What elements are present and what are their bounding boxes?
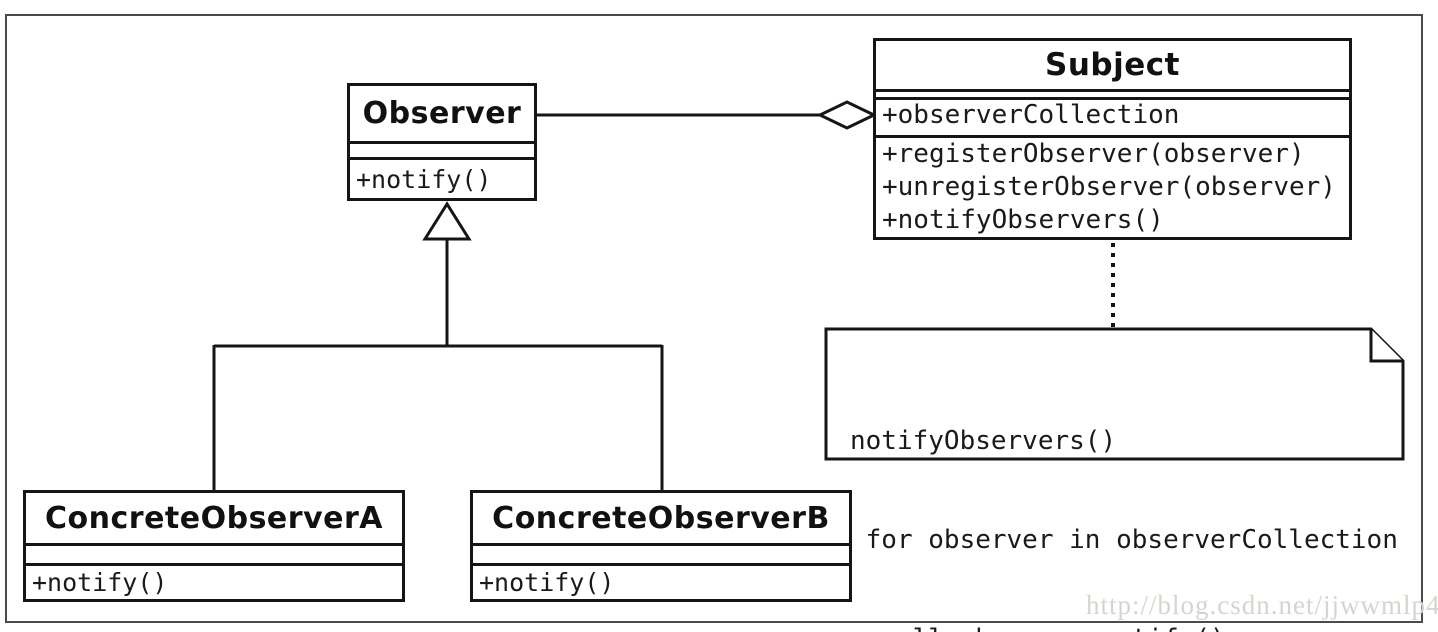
compartment-divider — [876, 92, 1349, 100]
class-attributes-concrete-a-empty — [26, 546, 402, 566]
method-item: +unregisterObserver(observer) — [882, 171, 1336, 202]
class-title-subject: Subject — [876, 41, 1349, 93]
method-item: +notify() — [32, 568, 168, 597]
class-attributes-concrete-b-empty — [473, 546, 849, 566]
note-line: call observer.notify() — [850, 623, 1398, 632]
watermark-text: http://blog.csdn.net/jjwwmlp456 — [1086, 590, 1438, 620]
class-methods-observer: +notify() — [350, 160, 534, 198]
class-attribute-observer-collection: +observerCollection — [882, 100, 1180, 131]
method-item: +registerObserver(observer) — [882, 138, 1305, 169]
method-item: +notify() — [356, 164, 492, 194]
class-box-concrete-observer-b: ConcreteObserverB +notify() — [470, 490, 852, 602]
note-line: for observer in observerCollection — [850, 525, 1398, 555]
note-line: notifyObservers() — [850, 426, 1117, 456]
class-title-concrete-observer-b: ConcreteObserverB — [473, 493, 849, 546]
class-methods-subject: +registerObserver(observer) +unregisterO… — [876, 138, 1349, 237]
class-methods-concrete-a: +notify() — [26, 566, 402, 599]
class-title-observer: Observer — [350, 86, 534, 144]
method-item: +notify() — [479, 568, 615, 597]
method-item: +notifyObservers() — [882, 204, 1164, 235]
class-title-concrete-observer-a: ConcreteObserverA — [26, 493, 402, 546]
class-box-observer: Observer +notify() — [347, 83, 537, 201]
class-box-subject: Subject +observerCollection +registerObs… — [873, 38, 1352, 240]
aggregation-diamond — [816, 100, 878, 130]
uml-note: notifyObservers() for observer in observ… — [824, 327, 1405, 632]
note-fold-corner — [1369, 329, 1403, 363]
class-attributes-observer-empty — [350, 144, 534, 160]
generalization-triangle — [422, 201, 472, 241]
class-methods-concrete-b: +notify() — [473, 566, 849, 599]
class-box-concrete-observer-a: ConcreteObserverA +notify() — [23, 490, 405, 602]
compartment-divider — [876, 130, 1349, 138]
note-text: notifyObservers() for observer in observ… — [850, 359, 1398, 632]
note-shape — [824, 327, 1405, 461]
